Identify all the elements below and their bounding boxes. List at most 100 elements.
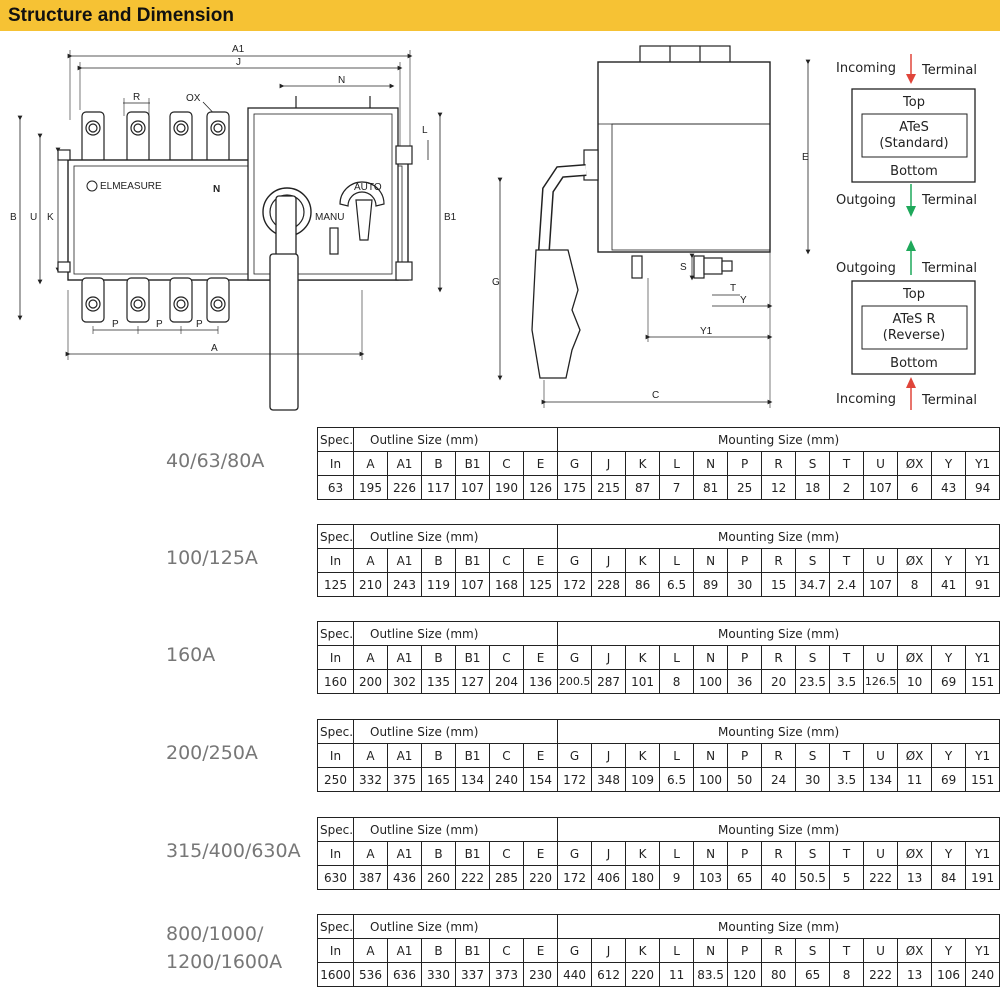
column-header-cell: A1 <box>387 743 422 768</box>
column-header-cell: K <box>625 451 661 476</box>
dim-label-e: E <box>802 152 809 163</box>
value-cell: 406 <box>591 865 627 890</box>
value-cell: 23.5 <box>795 669 831 694</box>
column-header-cell: L <box>659 841 695 866</box>
column-header-cell: L <box>659 743 695 768</box>
value-cell: 127 <box>455 669 490 694</box>
outline-size-header: Outline Size (mm) <box>352 914 559 939</box>
std-model-sub: (Standard) <box>879 136 948 151</box>
value-cell: 136 <box>522 669 559 694</box>
outline-size-header: Outline Size (mm) <box>352 817 559 842</box>
std-terminal-top: Terminal <box>921 63 977 78</box>
std-top: Top <box>902 95 925 110</box>
column-header-cell: G <box>557 645 593 670</box>
column-header-cell: J <box>591 938 627 963</box>
value-cell: 387 <box>353 865 388 890</box>
column-header-cell: A1 <box>387 645 422 670</box>
value-cell: 30 <box>795 767 831 792</box>
dim-label-y1: Y1 <box>700 326 713 337</box>
value-cell: 11 <box>897 767 933 792</box>
column-header-cell: J <box>591 451 627 476</box>
page-title: Structure and Dimension <box>8 5 234 26</box>
value-cell: 3.5 <box>829 669 865 694</box>
column-header-cell: ØX <box>897 645 933 670</box>
value-cell: 107 <box>863 475 899 500</box>
value-cell: 222 <box>863 865 899 890</box>
mounting-size-header: Mounting Size (mm) <box>557 621 1000 646</box>
column-header-cell: C <box>489 645 524 670</box>
spec-header-cell: Spec. <box>317 914 354 939</box>
value-cell: 18 <box>795 475 831 500</box>
dim-label-b: B <box>10 212 17 223</box>
value-cell: 240 <box>489 767 524 792</box>
column-header-cell: E <box>522 645 559 670</box>
column-header-cell: B1 <box>455 938 490 963</box>
column-header-cell: P <box>727 743 763 768</box>
value-cell: 287 <box>591 669 627 694</box>
value-cell: 436 <box>387 865 422 890</box>
value-cell: 125 <box>317 572 354 597</box>
column-header-cell: Y <box>931 841 967 866</box>
value-cell: 172 <box>557 865 593 890</box>
value-cell: 260 <box>421 865 456 890</box>
value-cell: 250 <box>317 767 354 792</box>
value-cell: 63 <box>317 475 354 500</box>
column-header-cell: A <box>353 938 388 963</box>
value-cell: 50.5 <box>795 865 831 890</box>
spec-header-cell: Spec. <box>317 621 354 646</box>
header-bar: Structure and Dimension <box>0 0 1000 31</box>
column-header-cell: E <box>522 743 559 768</box>
spec-table: Spec.Outline Size (mm)Mounting Size (mm)… <box>317 427 1000 500</box>
dim-label-r: R <box>133 92 140 103</box>
std-terminal-bottom: Terminal <box>921 193 977 208</box>
mounting-size-header: Mounting Size (mm) <box>557 524 1000 549</box>
mounting-size-header: Mounting Size (mm) <box>557 817 1000 842</box>
rev-outgoing: Outgoing <box>836 261 896 276</box>
column-header-cell: L <box>659 645 695 670</box>
value-cell: 80 <box>761 962 797 987</box>
value-cell: 8 <box>829 962 865 987</box>
column-header-cell: Y1 <box>965 743 1000 768</box>
column-header-cell: A <box>353 645 388 670</box>
value-cell: 24 <box>761 767 797 792</box>
technical-drawings: ELMEASURE N MANU AUTO A1 J N R OX L B U … <box>10 44 977 411</box>
column-header-cell: A1 <box>387 548 422 573</box>
column-header-cell: ØX <box>897 548 933 573</box>
column-header-cell: U <box>863 451 899 476</box>
rev-model: ATeS R <box>892 312 935 327</box>
auto-label: AUTO <box>354 182 382 193</box>
column-header-cell: S <box>795 743 831 768</box>
column-header-cell: T <box>829 451 865 476</box>
outline-size-header: Outline Size (mm) <box>352 719 559 744</box>
value-cell: 8 <box>659 669 695 694</box>
column-header-cell: P <box>727 938 763 963</box>
column-header-cell: B1 <box>455 451 490 476</box>
column-header-cell: A <box>353 841 388 866</box>
column-header-cell: In <box>317 743 354 768</box>
value-cell: 100 <box>693 669 729 694</box>
reverse-diagram: Outgoing Terminal Top ATeS R (Reverse) B… <box>836 240 977 410</box>
column-header-cell: S <box>795 645 831 670</box>
rev-terminal-bottom: Terminal <box>921 393 977 408</box>
outline-size-header: Outline Size (mm) <box>352 524 559 549</box>
column-header-cell: R <box>761 841 797 866</box>
column-header-cell: P <box>727 841 763 866</box>
dim-label-p2: P <box>156 319 163 330</box>
value-cell: 1600 <box>317 962 354 987</box>
bottom-terminals <box>81 277 230 323</box>
value-cell: 11 <box>659 962 695 987</box>
value-cell: 40 <box>761 865 797 890</box>
value-cell: 302 <box>387 669 422 694</box>
spec-rating-label: 40/63/80A <box>166 450 265 472</box>
column-header-cell: A <box>353 743 388 768</box>
column-header-cell: Y <box>931 743 967 768</box>
value-cell: 7 <box>659 475 695 500</box>
std-bottom: Bottom <box>890 164 938 179</box>
spec-header-cell: Spec. <box>317 427 354 452</box>
